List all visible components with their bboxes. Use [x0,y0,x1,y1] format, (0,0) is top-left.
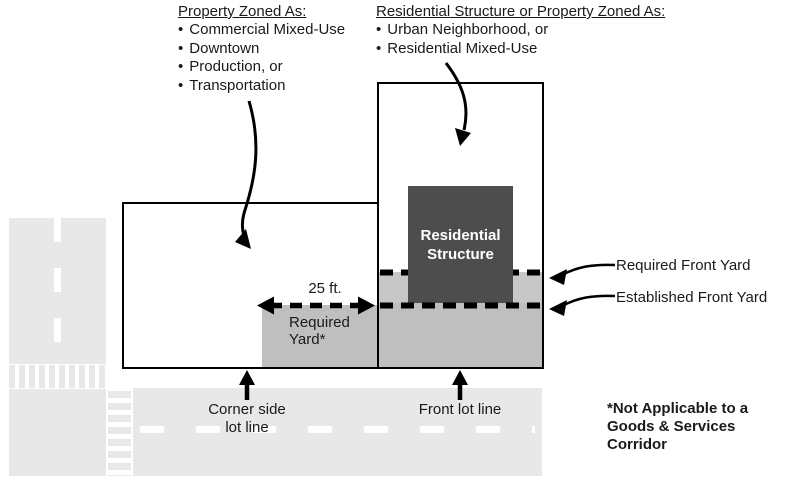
right-zoning-item: Residential Mixed-Use [387,39,538,57]
list-item: • Transportation [178,77,398,96]
front-lot-line-label: Front lot line [418,401,502,418]
left-zoning-arrow [241,100,258,242]
bullet-icon: • [178,39,184,57]
residential-lot-outline [377,82,544,369]
list-item: • Commercial Mixed-Use [178,21,398,40]
bullet-icon: • [178,76,184,94]
crosswalk-vertical-road [9,365,106,388]
left-zoning-item: Downtown [189,39,260,57]
bullet-icon: • [376,39,382,57]
right-zoning-legend: Residential Structure or Property Zoned … [376,3,706,58]
crosswalk-horizontal-road [108,391,131,476]
list-item: • Downtown [178,40,398,59]
horizontal-road [133,388,542,476]
corner-side-lot-line-label: Corner side lot line [208,401,286,436]
left-zoning-item: Commercial Mixed-Use [189,21,346,38]
bullet-icon: • [178,21,184,38]
left-zoning-legend: Property Zoned As: • Commercial Mixed-Use… [178,3,398,95]
right-zoning-arrowhead [455,128,471,146]
required-front-yard-pointer [561,263,616,277]
required-yard-label: Required Yard* [289,314,350,348]
established-front-yard-arrowhead [549,300,567,316]
required-front-yard-label: Required Front Yard [616,257,751,274]
horizontal-road-centerline [140,426,535,433]
footnote: *Not Applicable to a Goods & Services Co… [607,400,749,453]
left-zoning-arrowhead [235,229,251,249]
bullet-icon: • [178,58,184,75]
established-front-yard-pointer [561,294,616,308]
right-zoning-header: Residential Structure or Property Zoned … [376,3,666,20]
required-front-yard-arrowhead [549,269,567,285]
front-yard-area [379,303,542,367]
established-front-yard-label: Established Front Yard [616,289,768,306]
corner-side-arrowhead [239,370,255,385]
left-zoning-item: Production, or [189,58,283,75]
vertical-road-centerline [54,218,61,364]
right-zoning-arrow [444,62,468,131]
list-item: • Urban Neighborhood, or [376,21,706,40]
residential-structure: Residential Structure [408,186,513,303]
list-item: • Production, or [178,58,398,77]
required-yard-area [262,305,378,367]
dimension-label: 25 ft. [308,280,342,297]
list-item: • Residential Mixed-Use [376,40,706,59]
dimension-arrowhead-left [257,296,274,315]
road-intersection [9,389,106,476]
left-zoning-header: Property Zoned As: [178,3,307,20]
dimension-arrowhead-right [358,296,375,315]
vertical-road [9,218,106,364]
right-zoning-item: Urban Neighborhood, or [387,21,549,38]
bullet-icon: • [376,21,382,38]
left-zoning-item: Transportation [189,76,286,94]
front-lot-arrowhead [452,370,468,385]
